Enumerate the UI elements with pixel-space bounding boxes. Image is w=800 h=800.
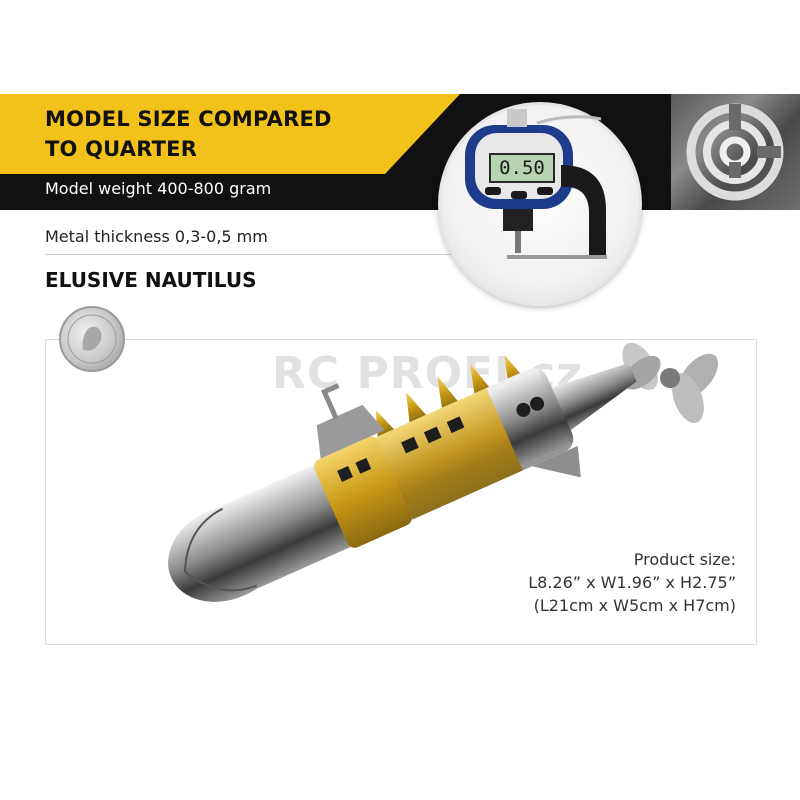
gauge-readout: 0.50 — [489, 153, 555, 183]
quarter-coin-icon — [67, 314, 117, 364]
model-weight: Model weight 400-800 gram — [45, 179, 272, 198]
title-line-2: TO QUARTER — [45, 137, 198, 161]
metal-thickness: Metal thickness 0,3-0,5 mm — [45, 227, 268, 246]
title-line-1: MODEL SIZE COMPARED — [45, 107, 332, 131]
thickness-gauge-image: 0.50 — [438, 102, 642, 306]
page-title: MODEL SIZE COMPARED TO QUARTER — [45, 104, 375, 164]
product-size-label: Product size: — [633, 550, 736, 569]
submarine-model-image — [168, 342, 719, 602]
product-frame — [45, 339, 757, 645]
product-size-metric: (L21cm x W5cm x H7cm) — [533, 596, 736, 615]
quarter-coin — [59, 306, 125, 372]
brand-logo — [671, 94, 800, 210]
header-accent — [0, 94, 460, 174]
maze-circle-logo-icon — [686, 103, 784, 201]
caliper-gauge-icon — [465, 109, 607, 259]
product-size: Product size: L8.26” x W1.96” x H2.75” (… — [528, 548, 736, 617]
product-name: ELUSIVE NAUTILUS — [45, 268, 257, 292]
divider — [45, 254, 465, 255]
product-size-imperial: L8.26” x W1.96” x H2.75” — [528, 573, 736, 592]
